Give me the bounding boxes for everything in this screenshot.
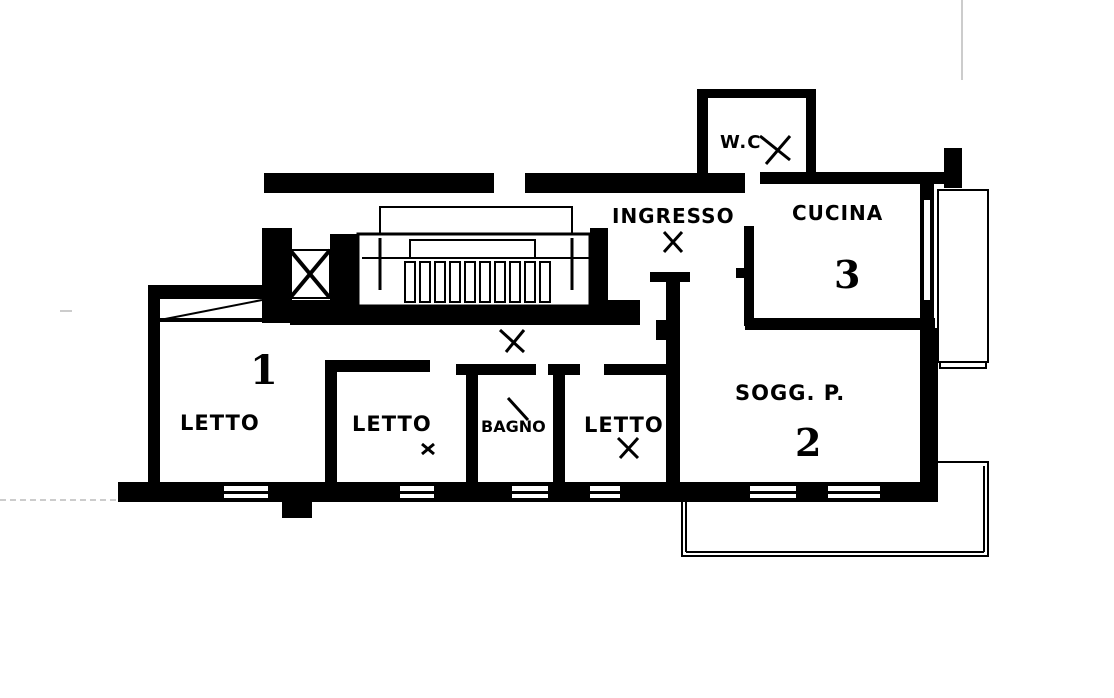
room-label-soggiorno: SOGG. P. <box>735 381 845 405</box>
walls <box>118 89 962 518</box>
staircase <box>159 206 592 321</box>
room-label-letto-1: LETTO <box>180 411 260 435</box>
balconies <box>681 189 989 557</box>
light-fixture-marks <box>421 134 792 460</box>
room-number-letto-1: 1 <box>250 347 278 394</box>
room-label-cucina: CUCINA <box>792 201 883 225</box>
room-label-ingresso: INGRESSO <box>612 204 735 228</box>
room-label-wc: W.C <box>720 132 761 153</box>
room-label-letto-2: LETTO <box>352 412 432 436</box>
windows <box>224 200 930 498</box>
room-number-cucina: 3 <box>834 252 860 297</box>
room-number-soggiorno: 2 <box>795 420 821 465</box>
room-label-letto-3: LETTO <box>584 413 664 437</box>
room-label-bagno: BAGNO <box>481 417 546 436</box>
